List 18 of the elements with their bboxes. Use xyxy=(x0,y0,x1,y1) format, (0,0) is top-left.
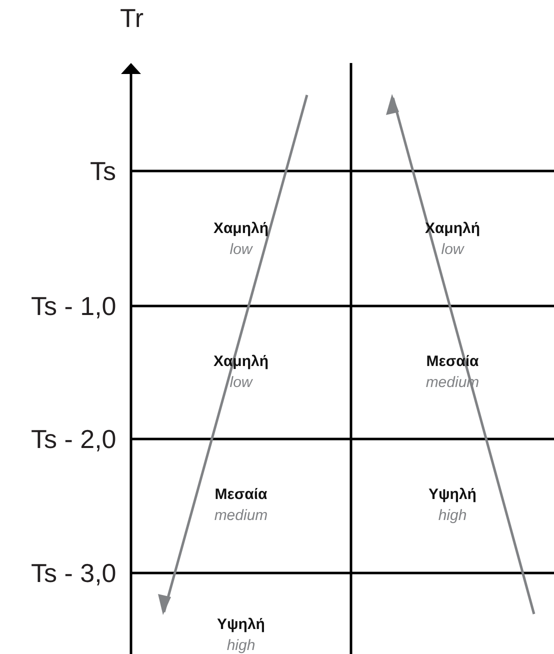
level-label: Μεσαία xyxy=(426,352,479,372)
level-translation: high xyxy=(438,506,467,526)
axis-tick-label: Ts xyxy=(90,156,116,186)
level-label: Χαμηλή xyxy=(213,219,269,239)
level-translation: medium xyxy=(214,506,268,526)
level-label: Υψηλή xyxy=(217,615,265,635)
axis-tick-label: Ts - 1,0 xyxy=(31,291,116,321)
axis-tick-label: Ts - 3,0 xyxy=(31,558,116,588)
level-label: Χαμηλή xyxy=(424,219,480,239)
level-label: Χαμηλή xyxy=(213,352,269,372)
level-translation: low xyxy=(230,240,252,260)
level-translation: low xyxy=(230,373,252,393)
level-translation: high xyxy=(226,636,256,654)
level-translation: low xyxy=(441,240,464,260)
level-label: Υψηλή xyxy=(428,485,476,505)
axis-title: Tr xyxy=(120,3,144,33)
level-label: Μεσαία xyxy=(214,485,268,505)
axis-tick-label: Ts - 2,0 xyxy=(31,424,116,454)
